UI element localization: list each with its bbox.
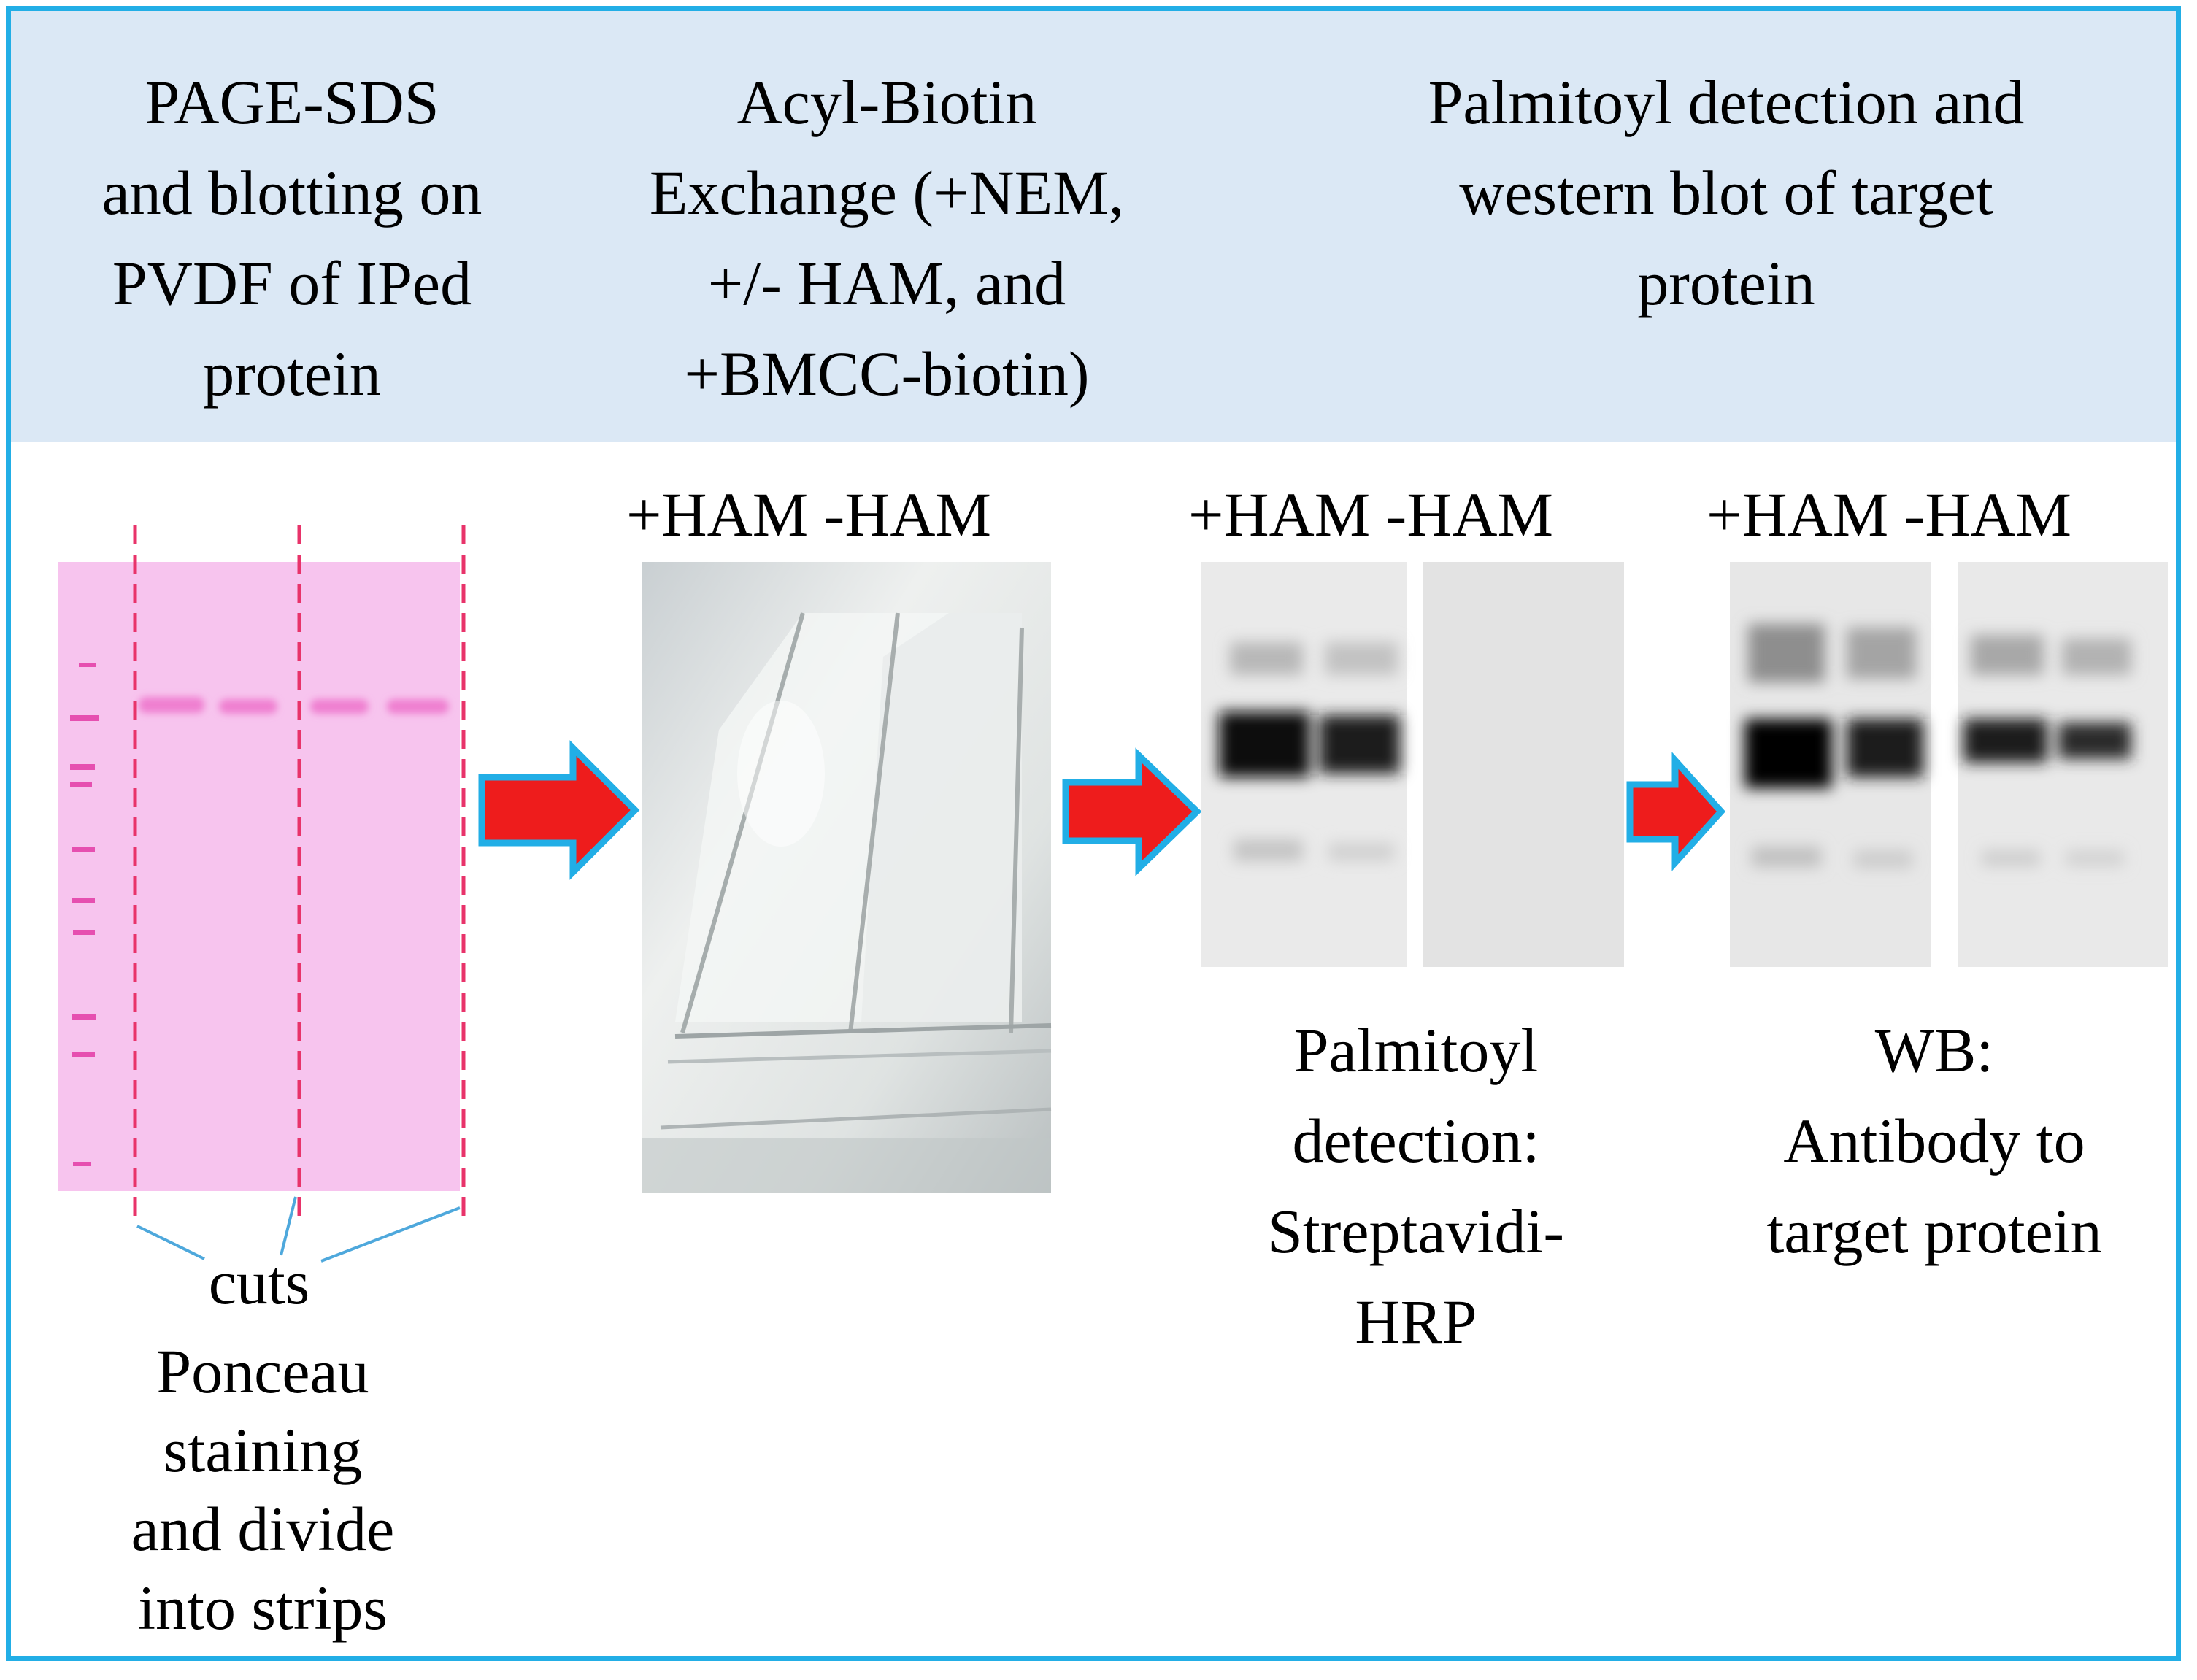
cuts-label: cuts (208, 1247, 310, 1317)
palmitoyl-lane-labels: +HAM -HAM (1188, 479, 1554, 550)
abe-tray-photo (642, 562, 1052, 1193)
ponceau-caption: Ponceau staining and divide into strips (131, 1336, 395, 1643)
arrow-2 (1062, 747, 1202, 876)
header-band (11, 11, 2176, 442)
abe-lane-labels: +HAM -HAM (626, 479, 992, 550)
figure-frame (6, 6, 2181, 1661)
arrow-1 (478, 740, 640, 880)
wb-lane-labels: +HAM -HAM (1707, 479, 2072, 550)
step-3-title: Palmitoyl detection and western blot of … (1428, 67, 2025, 318)
ponceau-membrane (58, 525, 466, 1263)
step-2-title: Acyl-Biotin Exchange (+NEM, +/- HAM, and… (649, 67, 1125, 409)
arrow-3 (1626, 752, 1726, 871)
wb-blot (1730, 562, 2168, 967)
streptavidin-blot (1201, 562, 1624, 967)
cut-lines (133, 525, 466, 1226)
palmitoyl-caption: Palmitoyl detection: Streptavidi- HRP (1267, 1015, 1565, 1357)
cut-pointer-lines (136, 1196, 461, 1263)
step-1-title: PAGE-SDS and blotting on PVDF of IPed pr… (101, 67, 482, 409)
wb-caption: WB: Antibody to target protein (1766, 1015, 2102, 1266)
